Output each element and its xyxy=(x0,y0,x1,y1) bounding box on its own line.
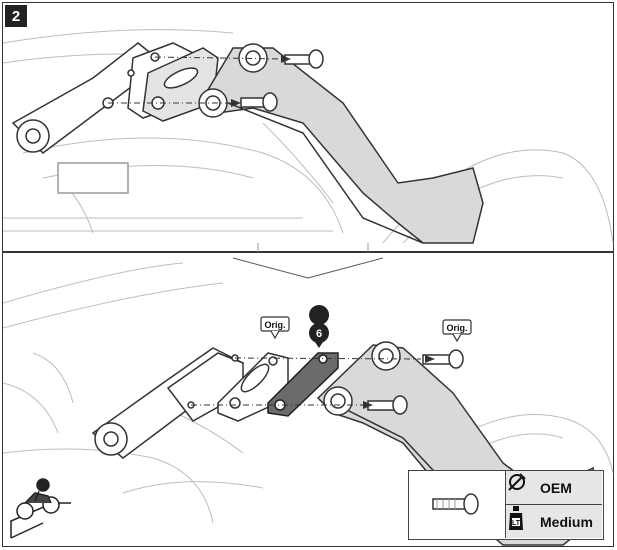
part-number-marker: 6 xyxy=(309,305,330,348)
torque-legend: OEM LT Medium xyxy=(408,470,604,540)
screw-cell xyxy=(409,471,506,538)
screw-icon xyxy=(432,493,479,515)
loctite-bottle-icon: LT xyxy=(506,505,534,538)
step-panel-top: 2 xyxy=(2,2,614,253)
torque-row: OEM xyxy=(506,471,602,505)
torque-wrench-icon xyxy=(506,471,534,504)
top-illustration xyxy=(3,29,614,253)
torque-label: OEM xyxy=(540,479,572,496)
rider-position-icon xyxy=(10,478,71,539)
threadlock-row: LT Medium xyxy=(506,505,602,538)
orig-label-right: Orig. xyxy=(446,323,467,333)
step-number-badge: 2 xyxy=(5,5,27,27)
svg-text:LT: LT xyxy=(512,520,521,527)
threadlock-label: Medium xyxy=(540,513,593,530)
orig-label-left: Orig. xyxy=(264,320,285,330)
part-number-label: 6 xyxy=(316,328,322,340)
